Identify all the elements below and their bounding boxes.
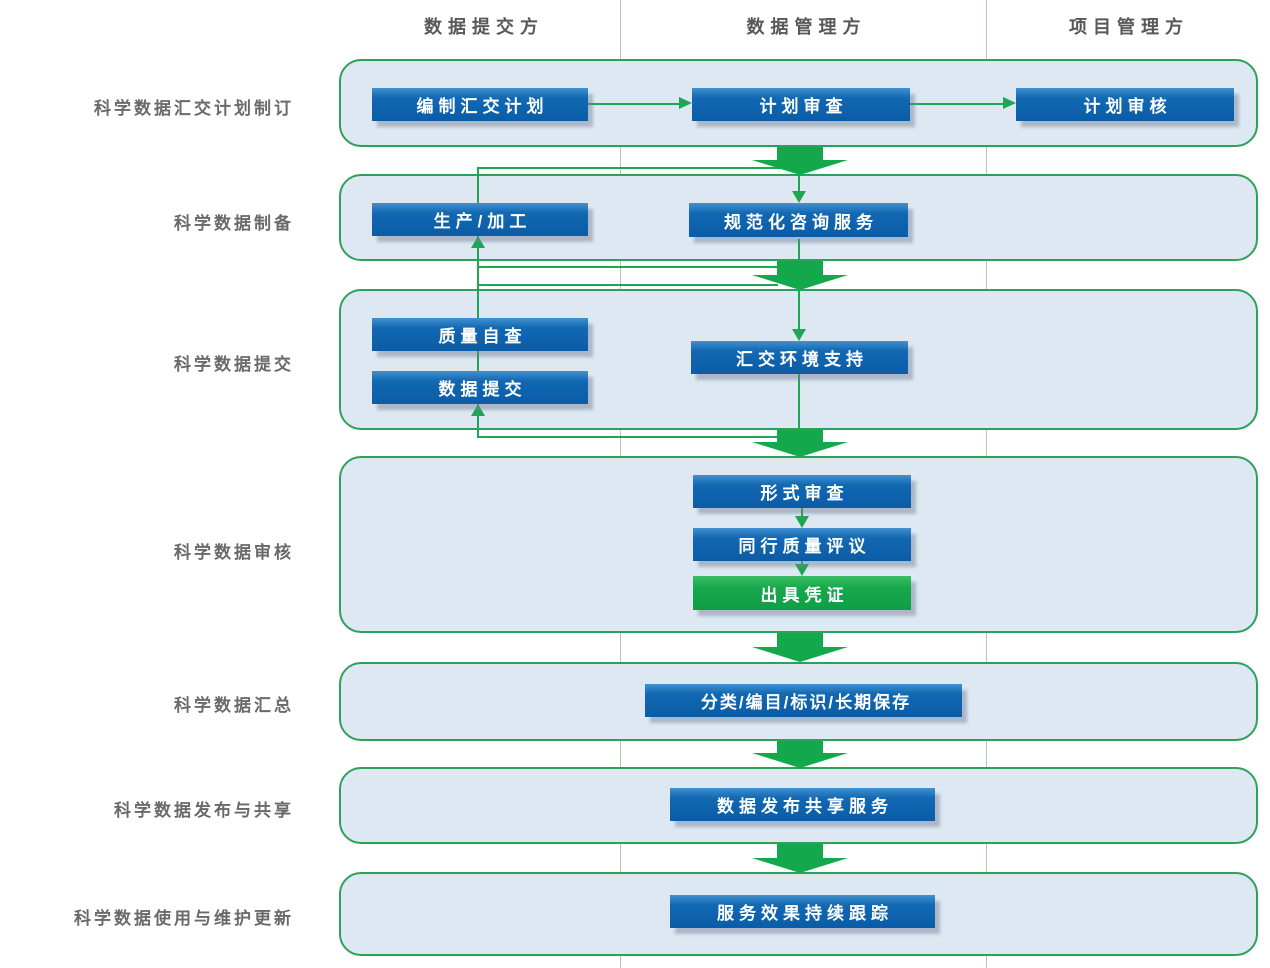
stage-label-maintain: 科学数据使用与维护更新 (74, 909, 294, 928)
stage-label-plan: 科学数据汇交计划制订 (94, 99, 294, 118)
box-submission-env-support: 汇交环境支持 (691, 341, 908, 374)
stage-label-prepare: 科学数据制备 (174, 214, 294, 233)
box-compile-submission-plan: 编制汇交计划 (372, 88, 588, 121)
stage-label-aggregate: 科学数据汇总 (174, 696, 294, 715)
arrowhead-into-peer-review-icon (795, 516, 809, 528)
column-header-data-manager: 数据管理方 (746, 17, 867, 37)
arrowhead-into-plan-approval-icon (1003, 97, 1016, 109)
feedback-line-vertical (477, 168, 479, 438)
box-peer-quality-review: 同行质量评议 (693, 528, 911, 561)
box-plan-review: 计划审查 (692, 88, 910, 121)
stage-arrow-5-icon (752, 741, 848, 768)
stage-arrow-2-icon (752, 261, 848, 290)
box-data-publish-share-service: 数据发布共享服务 (670, 788, 935, 821)
arrowhead-into-consulting-icon (792, 191, 806, 203)
box-data-submission: 数据提交 (372, 371, 588, 404)
feedback-line-mid2 (477, 284, 778, 286)
flow-line-to-consulting (798, 174, 800, 193)
flow-line-review1 (801, 508, 803, 518)
arrowhead-into-env-support-icon (792, 329, 806, 341)
stage-arrow-6-icon (752, 844, 848, 873)
box-plan-approval: 计划审核 (1016, 88, 1234, 121)
box-quality-self-check: 质量自查 (372, 318, 588, 351)
arrowhead-into-data-submission-icon (471, 404, 485, 416)
box-production-processing: 生产/加工 (372, 203, 588, 236)
box-service-effect-tracking: 服务效果持续跟踪 (670, 895, 935, 928)
column-header-data-submitter: 数据提交方 (424, 17, 544, 37)
arrowhead-into-certificate-icon (795, 564, 809, 576)
stage-label-submit: 科学数据提交 (174, 355, 294, 374)
connector-line-plan2 (910, 103, 1003, 105)
box-issue-certificate: 出具凭证 (693, 576, 911, 610)
stage-arrow-1-icon (752, 147, 848, 175)
feedback-line-mid1 (477, 266, 778, 268)
feedback-line-bottom (477, 436, 778, 438)
flow-line-review2 (801, 561, 803, 566)
box-classify-catalog-identify-preserve: 分类/编目/标识/长期保存 (645, 684, 962, 717)
arrowhead-into-plan-review-icon (679, 97, 692, 109)
stage-label-review: 科学数据审核 (174, 543, 294, 562)
connector-line-plan1 (588, 103, 680, 105)
feedback-line-top (477, 167, 799, 169)
arrowhead-into-production-icon (471, 236, 485, 248)
column-header-project-manager: 项目管理方 (1069, 17, 1189, 37)
box-format-review: 形式审查 (693, 475, 911, 508)
stage-label-publish: 科学数据发布与共享 (114, 801, 294, 820)
box-standardization-consulting: 规范化咨询服务 (689, 203, 908, 237)
flow-line-below-env-support (798, 374, 800, 438)
stage-arrow-4-icon (752, 633, 848, 662)
stage-arrow-3-icon (752, 430, 848, 457)
